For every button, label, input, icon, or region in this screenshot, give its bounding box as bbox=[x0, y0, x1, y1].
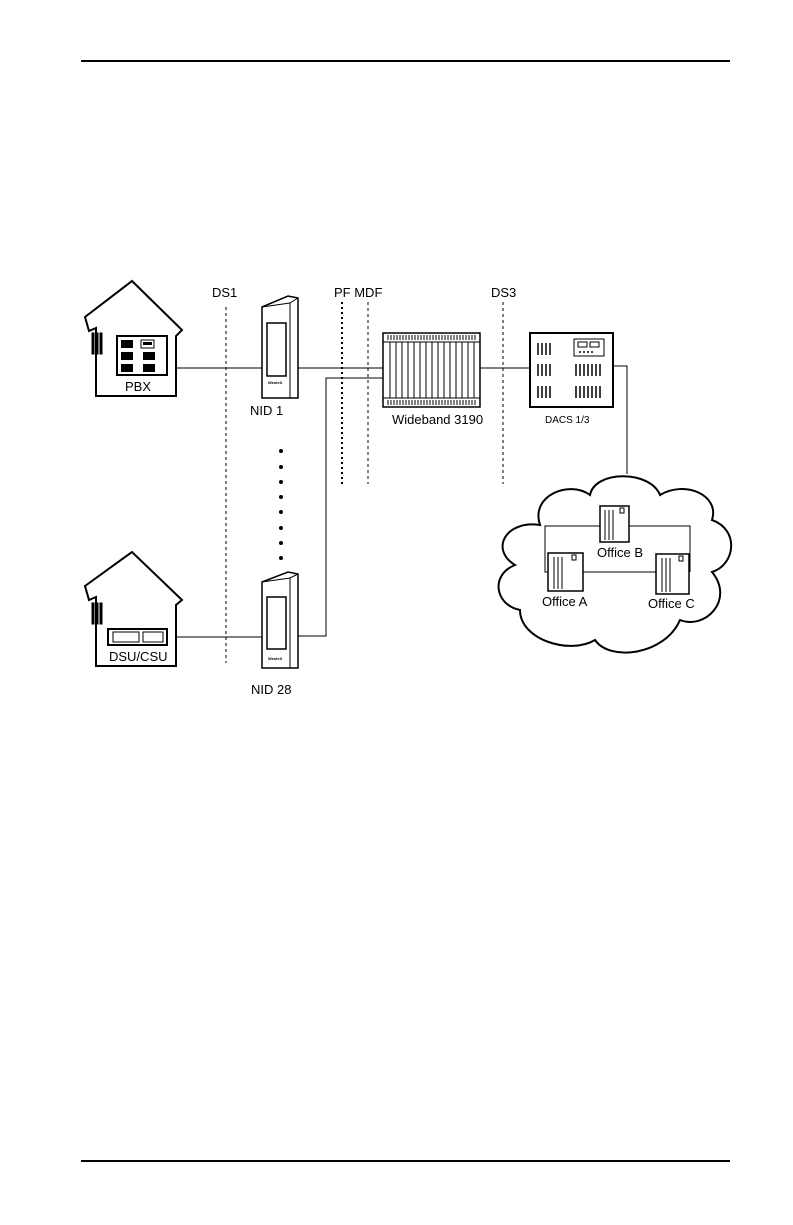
office-b-label: Office B bbox=[597, 545, 643, 560]
nid28-device bbox=[262, 572, 298, 668]
ellipsis-dots bbox=[279, 449, 283, 560]
office-c-device bbox=[656, 554, 689, 594]
wideband-3190-label: Wideband 3190 bbox=[392, 412, 483, 427]
dsu-csu-label: DSU/CSU bbox=[109, 649, 168, 664]
nid28-brand-label: Westell bbox=[268, 656, 282, 661]
office-b-device bbox=[600, 506, 629, 542]
nid1-brand-label: Westell bbox=[268, 380, 282, 385]
nid1-label: NID 1 bbox=[250, 403, 283, 418]
pbx-label: PBX bbox=[125, 379, 151, 394]
wideband-3190-shelf bbox=[383, 333, 480, 407]
footer-rule bbox=[81, 1160, 730, 1162]
window-icon bbox=[92, 603, 102, 624]
office-a-label: Office A bbox=[542, 594, 588, 609]
nid28-label: NID 28 bbox=[251, 682, 291, 697]
office-a-device bbox=[548, 553, 583, 591]
ds1-label: DS1 bbox=[212, 285, 237, 300]
window-icon bbox=[92, 333, 102, 354]
dacs-label: DACS 1/3 bbox=[545, 415, 590, 426]
office-c-label: Office C bbox=[648, 596, 695, 611]
network-cloud bbox=[499, 476, 732, 652]
ds3-label: DS3 bbox=[491, 285, 516, 300]
dacs-cabinet bbox=[530, 333, 613, 407]
pf-mdf-label: PF MDF bbox=[334, 285, 382, 300]
